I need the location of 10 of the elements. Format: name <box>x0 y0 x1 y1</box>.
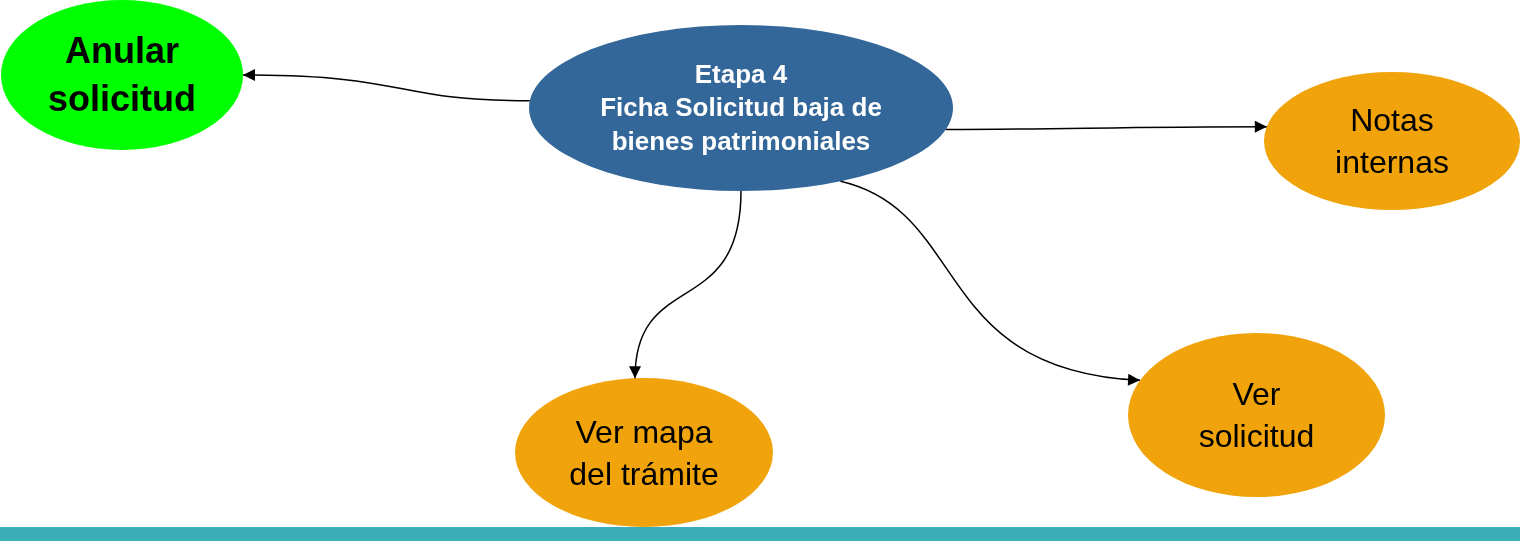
arrow <box>242 69 531 102</box>
node-label: Ver solicitud <box>1197 375 1316 456</box>
node-label: Anular solicitud <box>47 29 197 121</box>
node-label: Ver mapa del trámite <box>568 412 720 494</box>
node-label: Notas internas <box>1334 101 1450 182</box>
arrow <box>945 120 1268 133</box>
arrow <box>839 180 1141 385</box>
stage-heading: Etapa 4 <box>694 58 788 90</box>
node-label: Ficha Solicitud baja de bienes patrimoniales <box>599 91 883 158</box>
arrow <box>630 190 742 379</box>
